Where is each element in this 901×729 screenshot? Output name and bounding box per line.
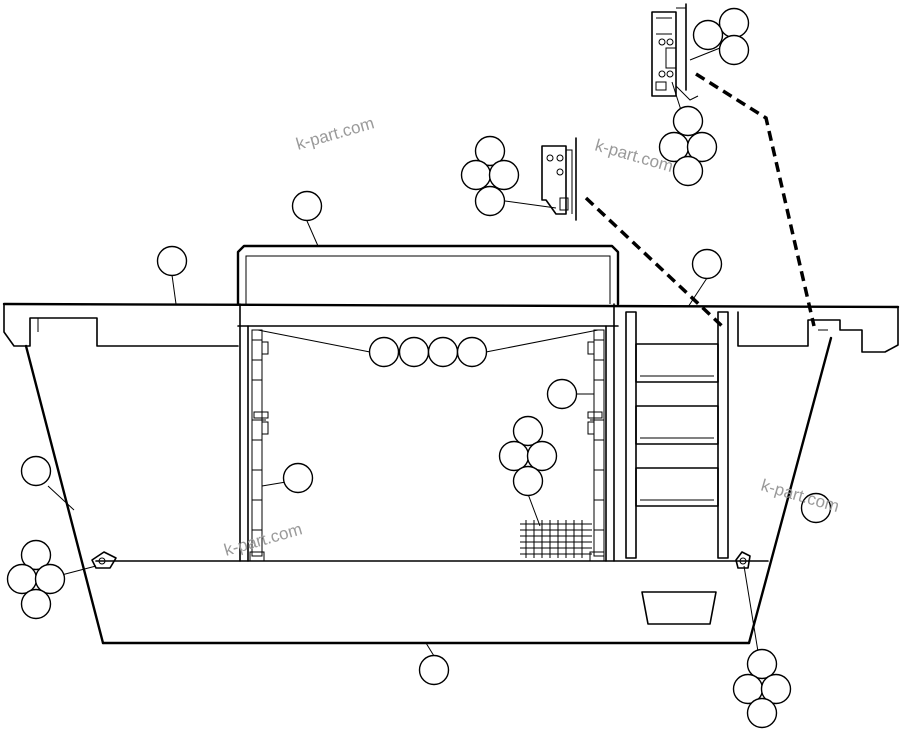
watermark-1: k-part.com	[294, 113, 376, 153]
callout-balloon	[546, 378, 578, 410]
callout-balloon	[746, 697, 778, 729]
callout-balloon	[474, 135, 506, 167]
detail-bracket-top	[651, 3, 699, 101]
cab-base-body	[2, 302, 900, 645]
reference-line-2	[695, 72, 816, 327]
callout-balloon	[368, 336, 400, 368]
callout-balloon	[34, 563, 66, 595]
callout-balloon	[460, 159, 492, 191]
callout-balloon	[512, 465, 544, 497]
callout-balloon	[760, 673, 792, 705]
callout-balloon	[686, 131, 718, 163]
callout-balloon	[427, 336, 459, 368]
callout-balloon	[746, 648, 778, 680]
detail-bracket-middle	[541, 137, 577, 221]
wire-harness	[520, 520, 592, 558]
watermark-4: k-part.com	[759, 476, 841, 516]
callout-balloon	[398, 336, 430, 368]
watermark-3: k-part.com	[222, 519, 304, 559]
callout-balloon	[718, 7, 750, 39]
callout-balloon	[526, 440, 558, 472]
ladder-step-1	[635, 343, 719, 383]
ladder-step-3	[635, 467, 719, 507]
hood-box	[236, 244, 620, 327]
callout-balloon	[282, 462, 314, 494]
callout-balloon	[672, 155, 704, 187]
callout-balloons	[6, 7, 832, 729]
callout-balloon	[498, 440, 530, 472]
right-latch	[735, 551, 751, 569]
callout-balloon	[20, 588, 52, 620]
callout-balloon	[456, 336, 488, 368]
door-frame	[239, 303, 615, 562]
callout-balloon	[474, 185, 506, 217]
callout-balloon	[672, 105, 704, 137]
ladder-step-2	[635, 405, 719, 445]
step-ladder	[625, 311, 729, 559]
callout-balloon	[800, 492, 832, 524]
callout-balloon	[156, 245, 188, 277]
callout-balloon	[488, 159, 520, 191]
callout-balloon	[512, 415, 544, 447]
callout-balloon	[20, 455, 52, 487]
callout-balloon	[692, 19, 724, 51]
callout-balloon	[20, 539, 52, 571]
callout-balloon	[691, 248, 723, 280]
callout-balloon	[718, 34, 750, 66]
callout-balloon	[6, 563, 38, 595]
callout-balloon	[418, 654, 450, 686]
callout-balloon	[291, 190, 323, 222]
